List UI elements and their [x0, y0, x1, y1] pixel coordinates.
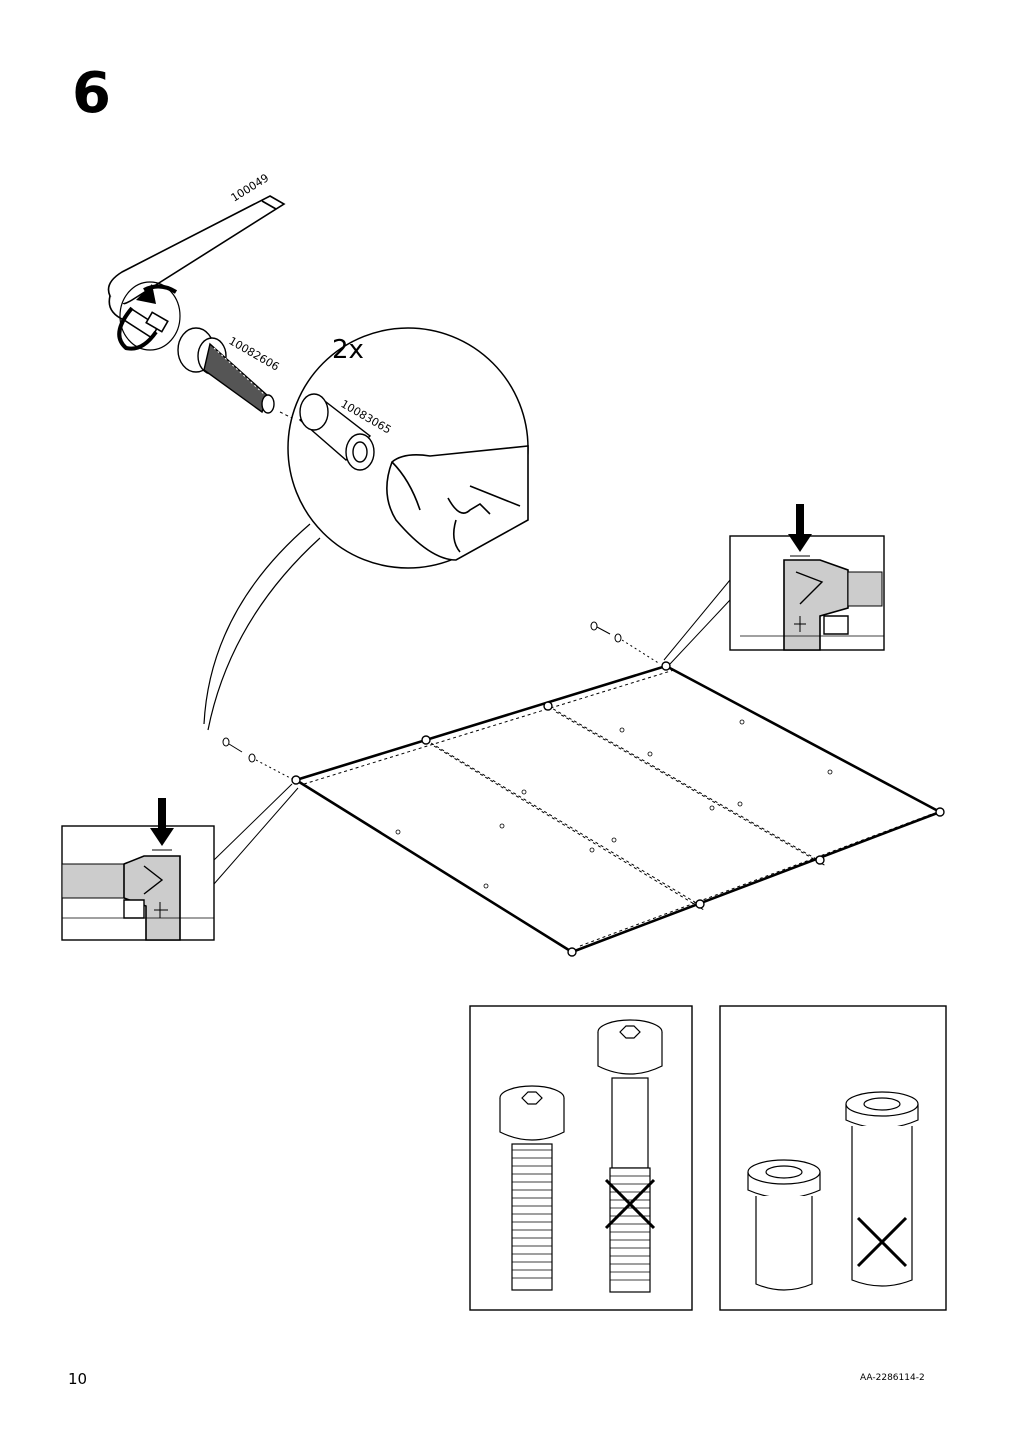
- bolt-icon: [499, 1085, 565, 1291]
- sleeve-comparison-box: [719, 1005, 947, 1311]
- cross-icon: [604, 1178, 656, 1230]
- bolt-icon: [177, 327, 275, 414]
- frame-panel: [292, 664, 944, 954]
- quantity-label: 2x: [332, 335, 364, 365]
- frame-tube-detail: [386, 445, 529, 561]
- down-arrow-icon: [150, 798, 174, 851]
- hardware-pair-left: [222, 737, 295, 781]
- cross-icon: [856, 1216, 908, 1268]
- detail-inset-left: [61, 783, 299, 941]
- sleeve-icon: [747, 1159, 821, 1291]
- detail-inset-right: [663, 535, 885, 665]
- document-code: AA-2286114-2: [860, 1373, 925, 1383]
- frame-connectors: [291, 661, 945, 957]
- allen-key-icon: [107, 195, 286, 340]
- sleeve-icon: [298, 393, 375, 471]
- hardware-pair-top: [590, 621, 661, 665]
- rotate-arrow-icon: [117, 281, 181, 351]
- page-number: 10: [68, 1370, 88, 1388]
- step-number: 6: [72, 61, 111, 126]
- frame-holes: [395, 719, 833, 889]
- down-arrow-icon: [788, 504, 812, 557]
- sleeve-icon: [845, 1091, 919, 1287]
- bolt-comparison-box: [469, 1005, 693, 1311]
